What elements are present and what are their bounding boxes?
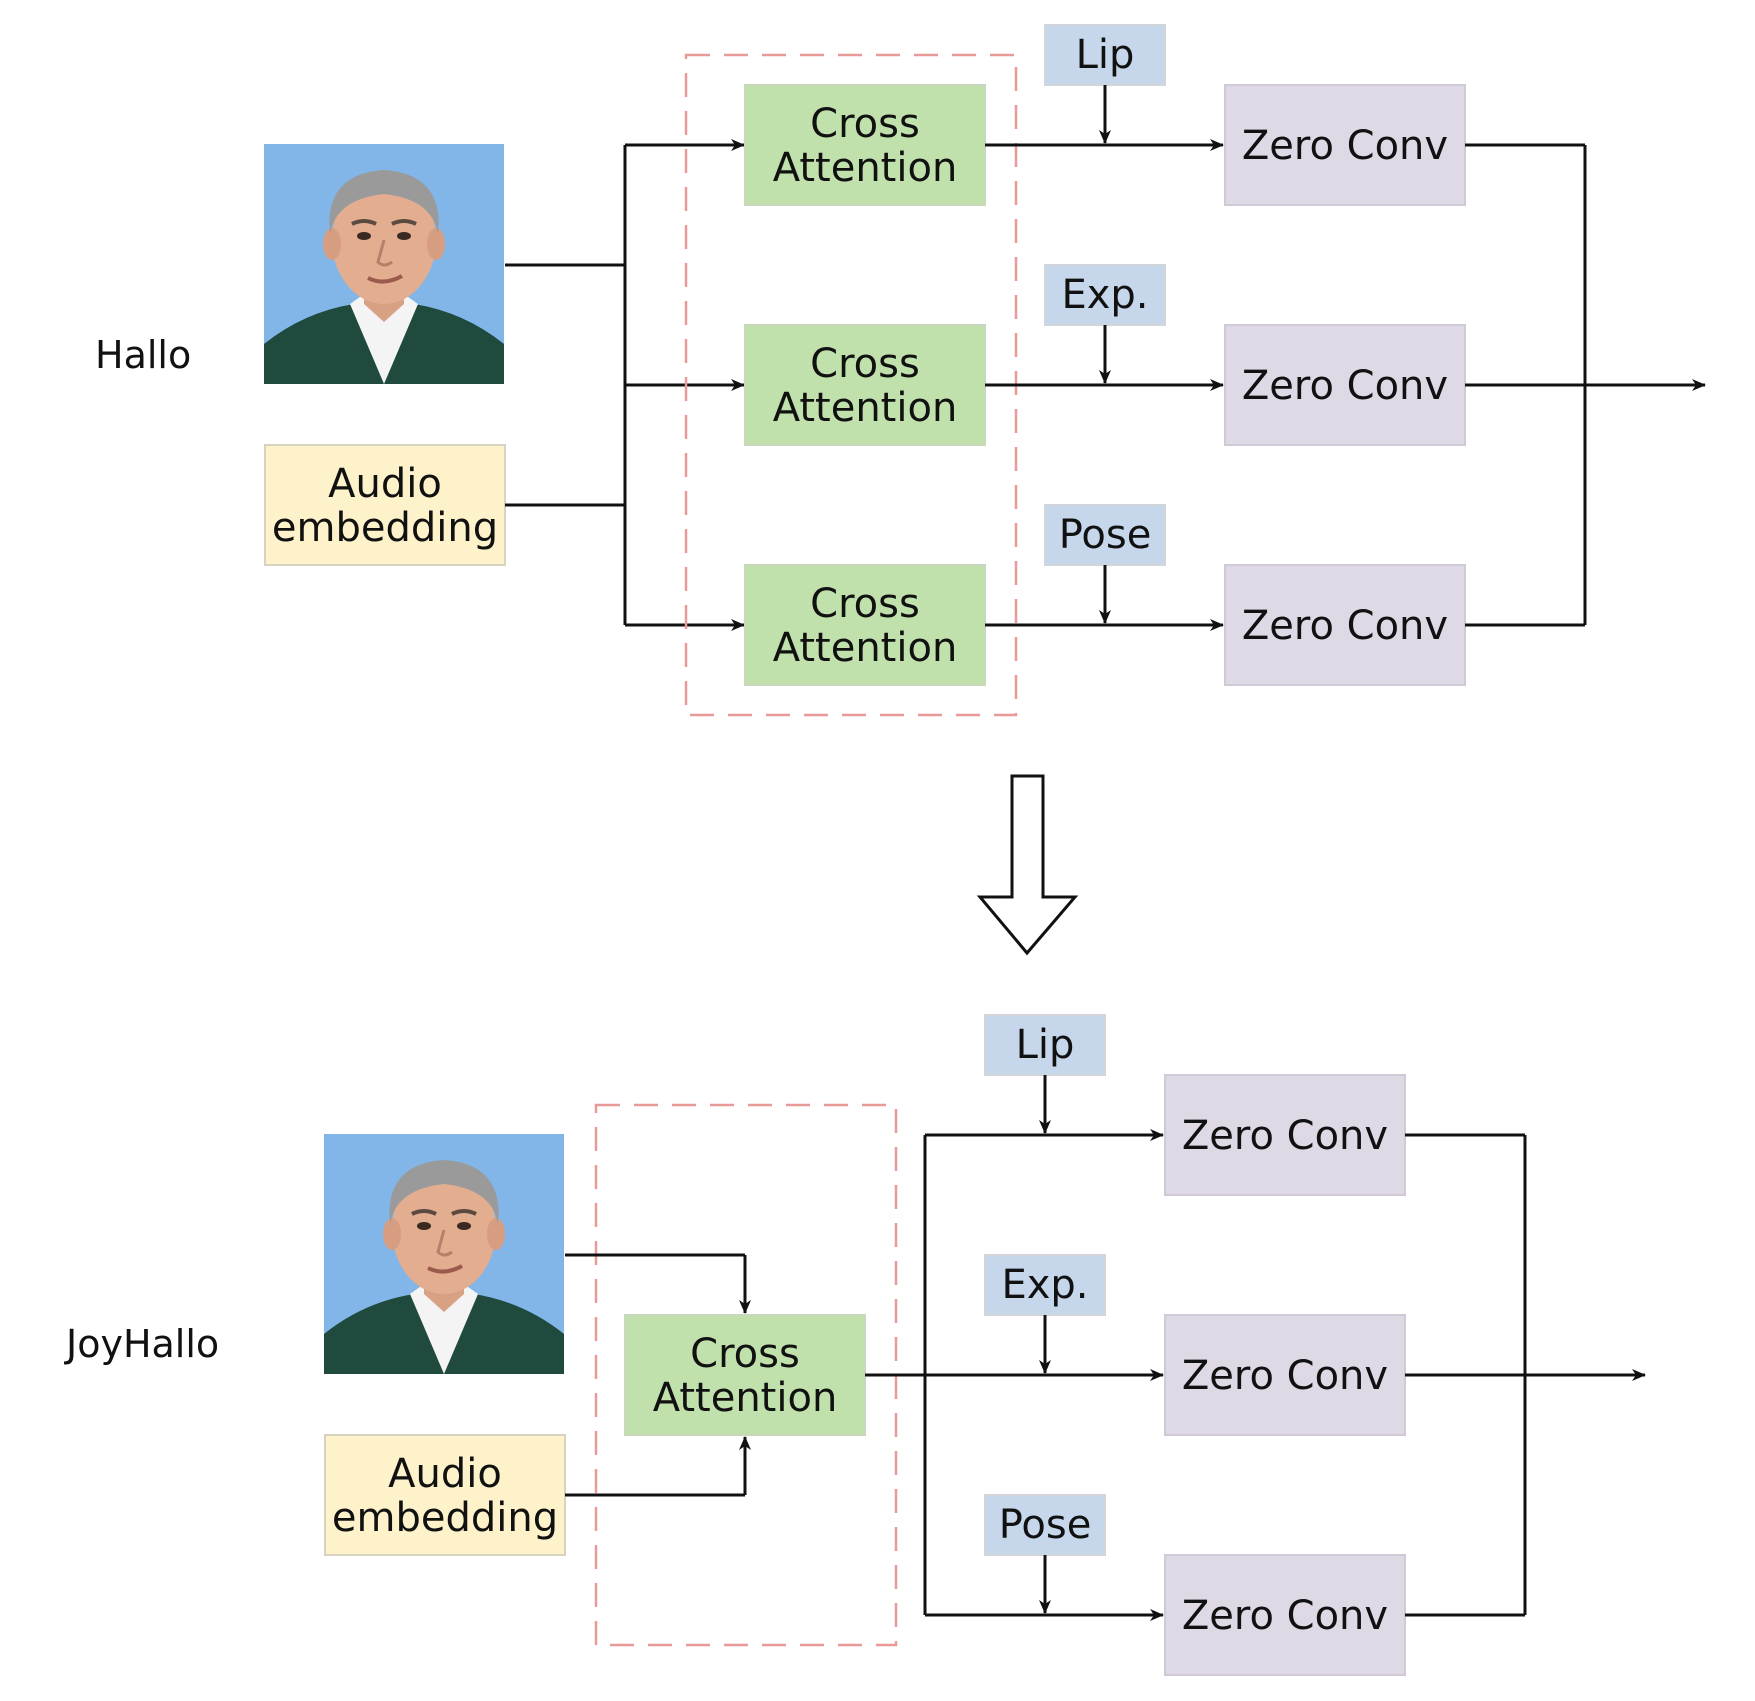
zero-conv-label: Zero Conv [1182,1113,1388,1159]
hallo-label: Hallo [95,333,191,377]
cross-attention-box-bottom: Cross Attention [624,1314,866,1436]
audio-embedding-box-top: Audio embedding [264,444,506,566]
bottom-input-connectors [565,1253,751,1497]
cross-attention-box-top-2: Cross Attention [744,324,986,446]
zero-conv-box-top-1: Zero Conv [1224,84,1466,206]
lip-condition-box-top: Lip [1044,24,1166,86]
exp-condition-box-bottom: Exp. [984,1254,1106,1316]
top-input-connectors [505,139,745,631]
lip-condition-box-bottom: Lip [984,1014,1106,1076]
zero-conv-label: Zero Conv [1242,363,1448,409]
zero-conv-box-top-3: Zero Conv [1224,564,1466,686]
zero-conv-box-bottom-1: Zero Conv [1164,1074,1406,1196]
top-output-connectors [985,85,1706,631]
pose-label: Pose [999,1502,1092,1548]
cross-attention-line1: Cross [810,581,920,627]
exp-label: Exp. [1001,1262,1088,1308]
cross-attention-line1: Cross [690,1331,800,1377]
cross-attention-line2: Attention [773,145,958,191]
joyhallo-label: JoyHallo [64,1322,219,1366]
zero-conv-box-bottom-3: Zero Conv [1164,1554,1406,1676]
pose-label: Pose [1059,512,1152,558]
audio-embedding-line1: Audio [388,1451,502,1497]
zero-conv-box-bottom-2: Zero Conv [1164,1314,1406,1436]
zero-conv-box-top-2: Zero Conv [1224,324,1466,446]
lip-label: Lip [1076,32,1135,78]
zero-conv-label: Zero Conv [1182,1353,1388,1399]
hollow-down-arrow-icon [976,774,1079,956]
audio-embedding-line2: embedding [272,505,498,551]
audio-embedding-box-bottom: Audio embedding [324,1434,566,1556]
portrait-image-bottom [322,1132,566,1376]
lip-label: Lip [1016,1022,1075,1068]
zero-conv-label: Zero Conv [1242,603,1448,649]
cross-attention-line2: Attention [773,385,958,431]
cross-attention-line2: Attention [653,1375,838,1421]
pose-condition-box-bottom: Pose [984,1494,1106,1556]
zero-conv-label: Zero Conv [1242,123,1448,169]
bottom-output-connectors [865,1075,1646,1621]
cross-attention-line1: Cross [810,341,920,387]
zero-conv-label: Zero Conv [1182,1593,1388,1639]
exp-condition-box-top: Exp. [1044,264,1166,326]
portrait-image-top [262,142,506,386]
pose-condition-box-top: Pose [1044,504,1166,566]
cross-attention-line1: Cross [810,101,920,147]
exp-label: Exp. [1061,272,1148,318]
cross-attention-line2: Attention [773,625,958,671]
cross-attention-box-top-1: Cross Attention [744,84,986,206]
audio-embedding-line2: embedding [332,1495,558,1541]
cross-attention-box-top-3: Cross Attention [744,564,986,686]
audio-embedding-line1: Audio [328,461,442,507]
